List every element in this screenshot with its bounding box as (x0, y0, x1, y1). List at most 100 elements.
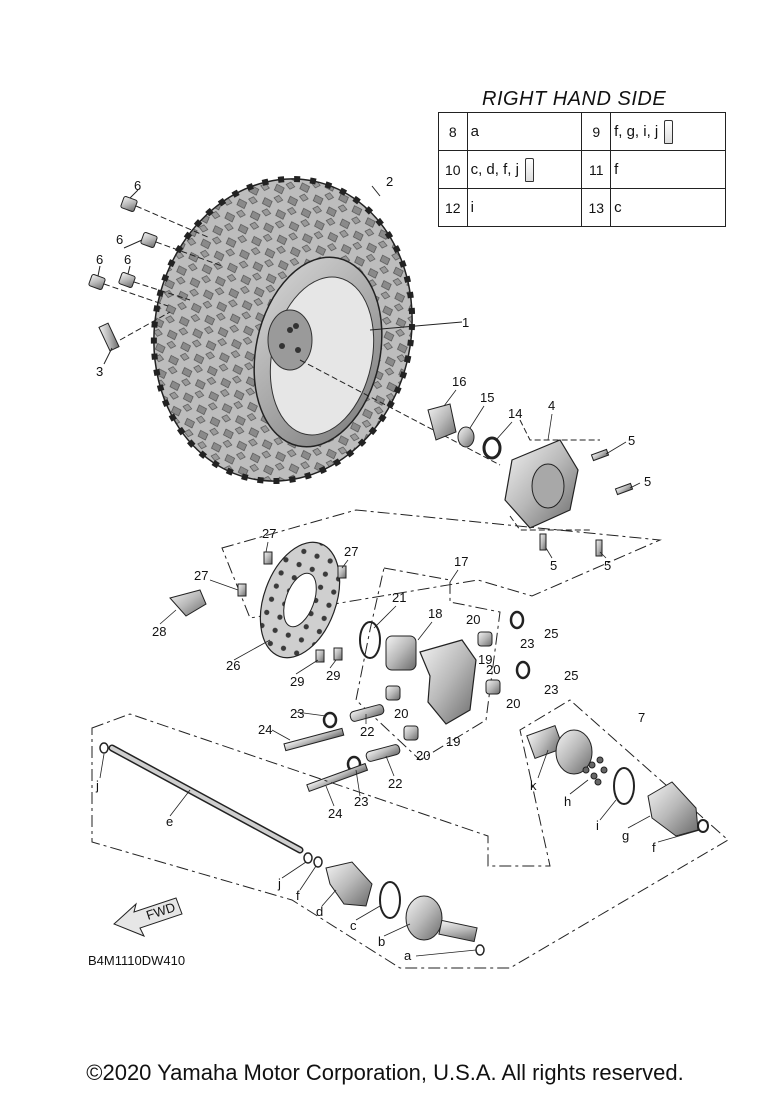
legend-row: 12 i 13 c (438, 188, 726, 227)
legend-num: 13 (581, 188, 612, 227)
callout-23b: 23 (544, 682, 558, 697)
copyright-notice: ©2020 Yamaha Motor Corporation, U.S.A. A… (86, 1060, 684, 1085)
bolts-24 (283, 727, 369, 793)
callout-d: d (316, 904, 323, 919)
callout-j2: j (277, 876, 281, 891)
callout-17: 17 (454, 554, 468, 569)
callout-22a: 22 (360, 724, 374, 739)
snap-ring-21 (359, 621, 381, 659)
callout-5d: 5 (604, 558, 611, 573)
legend-value-text: i (470, 199, 474, 216)
callout-27c: 27 (194, 568, 208, 583)
callout-k: k (530, 778, 537, 793)
bushings-20 (385, 631, 501, 741)
callout-2: 2 (386, 174, 393, 189)
callout-16: 16 (452, 374, 466, 389)
callout-6d: 6 (124, 252, 131, 267)
callout-28: 28 (152, 624, 166, 639)
fwd-arrow-icon: FWD (113, 897, 183, 937)
callout-20e: 20 (416, 748, 430, 763)
wheel-stud-3 (98, 322, 120, 352)
callout-5a: 5 (628, 433, 635, 448)
callout-27b: 27 (344, 544, 358, 559)
parts-diagram: FWD 1 2 3 4 5 5 5 5 6 6 6 6 7 14 15 16 1… (88, 174, 729, 969)
legend-num: 10 (438, 150, 468, 189)
cv-joint-k (526, 724, 593, 775)
callout-25a: 25 (544, 626, 558, 641)
callout-24a: 24 (258, 722, 272, 737)
grease-tube-icon (664, 119, 674, 144)
callout-21: 21 (392, 590, 406, 605)
legend-value-text: c (614, 199, 622, 216)
callout-a: a (404, 948, 412, 963)
callout-i: i (596, 818, 599, 833)
callout-18: 18 (428, 606, 442, 621)
legend-num: 9 (581, 112, 612, 151)
grease-tube-icon (524, 157, 534, 182)
callout-27a: 27 (262, 526, 276, 541)
cv-joint-b (405, 895, 478, 943)
balls-h (582, 756, 608, 786)
hub-nut-16 (427, 403, 457, 441)
legend-row: 8 a 9 f, g, i, j (438, 112, 726, 151)
collars-22 (349, 704, 401, 762)
callout-22b: 22 (388, 776, 402, 791)
circlips-a-j (99, 742, 485, 956)
callout-4: 4 (548, 398, 555, 413)
legend-title: RIGHT HAND SIDE (482, 88, 667, 110)
legend-value-text: a (470, 123, 479, 140)
callout-19b: 19 (446, 734, 460, 749)
wheel-rim (253, 256, 383, 448)
callout-6c: 6 (96, 252, 103, 267)
legend-value: i (466, 188, 583, 227)
boot-d (325, 861, 373, 907)
lug-nut-6 (88, 196, 158, 290)
callout-23d: 23 (354, 794, 368, 809)
callout-20c: 20 (506, 696, 520, 711)
lubrication-legend-table: 8 a 9 f, g, i, j 10 c, d, f, j 11 f 12 i… (438, 112, 726, 227)
callout-20d: 20 (394, 706, 408, 721)
clamp-c (379, 881, 401, 919)
callout-25b: 25 (564, 668, 578, 683)
shaft-e (108, 744, 304, 854)
legend-value: f (610, 150, 726, 189)
callout-j1: j (95, 778, 99, 793)
legend-value: c, d, f, j (466, 150, 583, 189)
hub-4 (504, 439, 579, 529)
callout-g: g (622, 828, 629, 843)
diagram-code: B4M1110DW410 (88, 953, 186, 968)
callout-26: 26 (226, 658, 240, 673)
callout-f2: f (652, 840, 656, 855)
legend-value: f, g, i, j (610, 112, 726, 151)
legend-value-text: c, d, f, j (470, 160, 519, 178)
callout-6a: 6 (134, 178, 141, 193)
bearing-18 (385, 635, 417, 671)
callout-29a: 29 (290, 674, 304, 689)
callout-20b: 20 (486, 662, 500, 677)
legend-row: 10 c, d, f, j 11 f (438, 150, 726, 189)
callout-1: 1 (462, 315, 469, 330)
callout-29b: 29 (326, 668, 340, 683)
callout-e: e (166, 814, 173, 829)
callout-labels: 1 2 3 4 5 5 5 5 6 6 6 6 7 14 15 16 17 18… (95, 174, 656, 963)
legend-num: 11 (581, 150, 612, 189)
legend-value-text: f, g, i, j (614, 122, 659, 140)
hub-bolts-5 (539, 448, 634, 557)
callout-24b: 24 (328, 806, 342, 821)
washer-14 (482, 436, 502, 460)
legend-value: c (610, 188, 726, 227)
legend-num: 12 (438, 188, 468, 227)
callout-c: c (350, 918, 357, 933)
bolt-29 (315, 647, 343, 663)
clamp-f (697, 819, 709, 833)
callout-b: b (378, 934, 385, 949)
callout-19a: 19 (478, 652, 492, 667)
legend-num: 8 (438, 112, 468, 151)
callout-3: 3 (96, 364, 103, 379)
brake-disc-26 (259, 541, 341, 659)
callout-6b: 6 (116, 232, 123, 247)
legend-value: a (466, 112, 583, 151)
callout-h: h (564, 794, 571, 809)
clamp-i (613, 767, 635, 805)
callout-5b: 5 (644, 474, 651, 489)
